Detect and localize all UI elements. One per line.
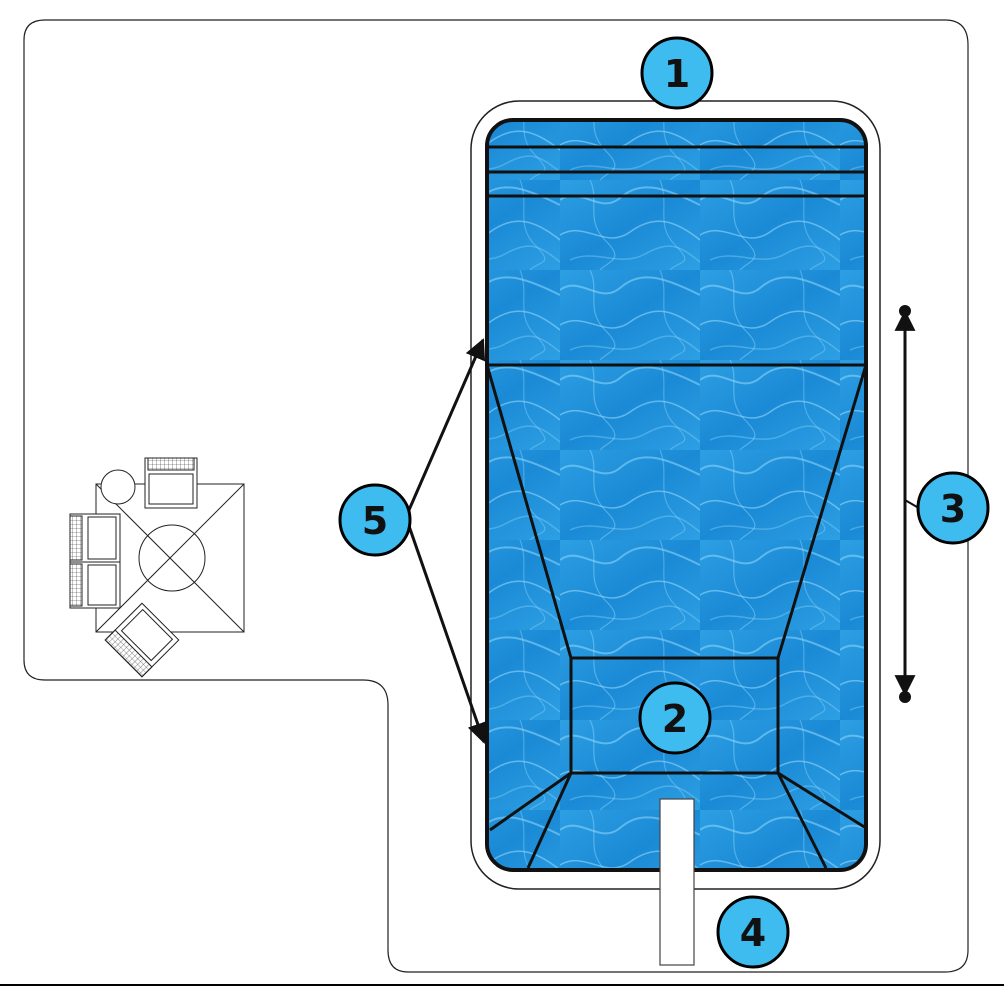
dimension-dot-top xyxy=(899,305,911,317)
leader-3a xyxy=(904,499,918,508)
marker-2: 2 xyxy=(638,681,712,755)
marker-3: 3 xyxy=(916,471,990,545)
leader-5-top xyxy=(407,338,486,511)
corner-line-2 xyxy=(526,772,573,869)
marker-5: 5 xyxy=(338,483,412,557)
leader-5-bottom xyxy=(407,525,488,744)
numbered-circle-icon xyxy=(640,36,714,110)
marker-2-label: 2 xyxy=(662,697,688,741)
corner-line-3 xyxy=(777,771,867,830)
marker-5-label: 5 xyxy=(362,499,388,543)
deep-end-floor xyxy=(569,656,780,775)
marker-3-label: 3 xyxy=(940,487,966,531)
marker-1-label: 1 xyxy=(664,52,690,96)
numbered-circle-icon xyxy=(716,895,790,969)
corner-line-1 xyxy=(489,771,572,832)
marker-4-label: 4 xyxy=(740,911,766,955)
dimension-dot-bottom xyxy=(899,691,911,703)
pool-water xyxy=(485,118,868,872)
numbered-circle-icon xyxy=(638,681,712,755)
numbered-circle-icon xyxy=(916,471,990,545)
walkway-strip xyxy=(659,798,695,966)
marker-1: 1 xyxy=(640,36,714,110)
numbered-circle-icon xyxy=(338,483,412,557)
corner-line-4 xyxy=(776,772,828,869)
patio-table-chairs-icon xyxy=(69,457,245,678)
marker-4: 4 xyxy=(716,895,790,969)
slope-side-left xyxy=(485,364,573,659)
slope-side-right xyxy=(776,364,868,659)
